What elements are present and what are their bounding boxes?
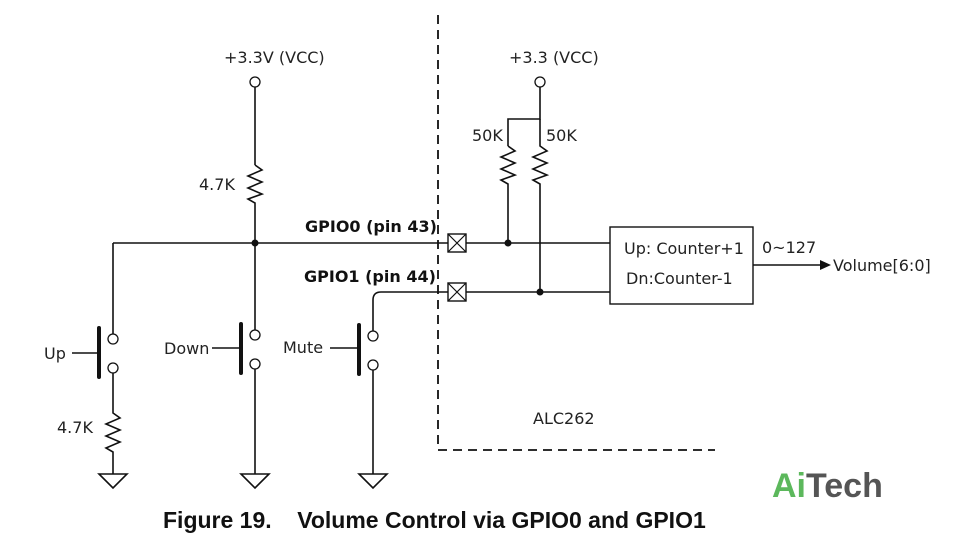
chip-label: ALC262: [533, 409, 595, 428]
res-main-label: 4.7K: [199, 175, 235, 194]
resistor-pull1: [498, 145, 518, 243]
down-terminal-top: [249, 329, 261, 341]
down-terminal-bottom: [249, 358, 261, 370]
ground-mute: [357, 473, 389, 490]
gpio1-wire: [372, 291, 448, 331]
vcc-right-wire: [507, 87, 541, 146]
resistor-main: [245, 164, 265, 243]
mute-label: Mute: [283, 338, 323, 357]
mute-terminal-bottom: [367, 359, 379, 371]
vcc-right-label: +3.3 (VCC): [509, 48, 599, 67]
counter-line1: Up: Counter+1: [624, 239, 744, 258]
range-label: 0~127: [762, 238, 816, 257]
output-arrow: [820, 260, 831, 270]
gpio0-label: GPIO0 (pin 43): [305, 217, 437, 236]
res-pull1-label: 50K: [472, 126, 503, 145]
vcc-right-terminal: [534, 76, 546, 88]
gpio1-label: GPIO1 (pin 44): [304, 267, 436, 286]
pad-gpio1: [447, 282, 467, 302]
ground-down: [239, 473, 271, 490]
resistor-up: [103, 373, 123, 474]
res-pull2-label: 50K: [546, 126, 577, 145]
down-label: Down: [164, 339, 209, 358]
output-label: Volume[6:0]: [833, 256, 931, 275]
mute-terminal-top: [367, 330, 379, 342]
ground-up: [97, 473, 129, 490]
figure-caption: Figure 19. Volume Control via GPIO0 and …: [163, 507, 706, 533]
pad-gpio0: [447, 233, 467, 253]
vcc-left-label: +3.3V (VCC): [224, 48, 325, 67]
up-terminal-bottom: [107, 362, 119, 374]
watermark-tech: Tech: [806, 467, 883, 505]
resistor-pull2: [530, 119, 550, 292]
counter-block: [609, 226, 754, 305]
res-up-label: 4.7K: [57, 418, 93, 437]
counter-line2: Dn:Counter-1: [626, 269, 733, 288]
up-terminal-top: [107, 333, 119, 345]
watermark-ai: Ai: [772, 467, 806, 505]
watermark-logo: AiTech: [772, 467, 883, 505]
vcc-left-terminal: [249, 76, 261, 88]
chip-boundary: [437, 15, 715, 451]
up-label: Up: [44, 344, 66, 363]
